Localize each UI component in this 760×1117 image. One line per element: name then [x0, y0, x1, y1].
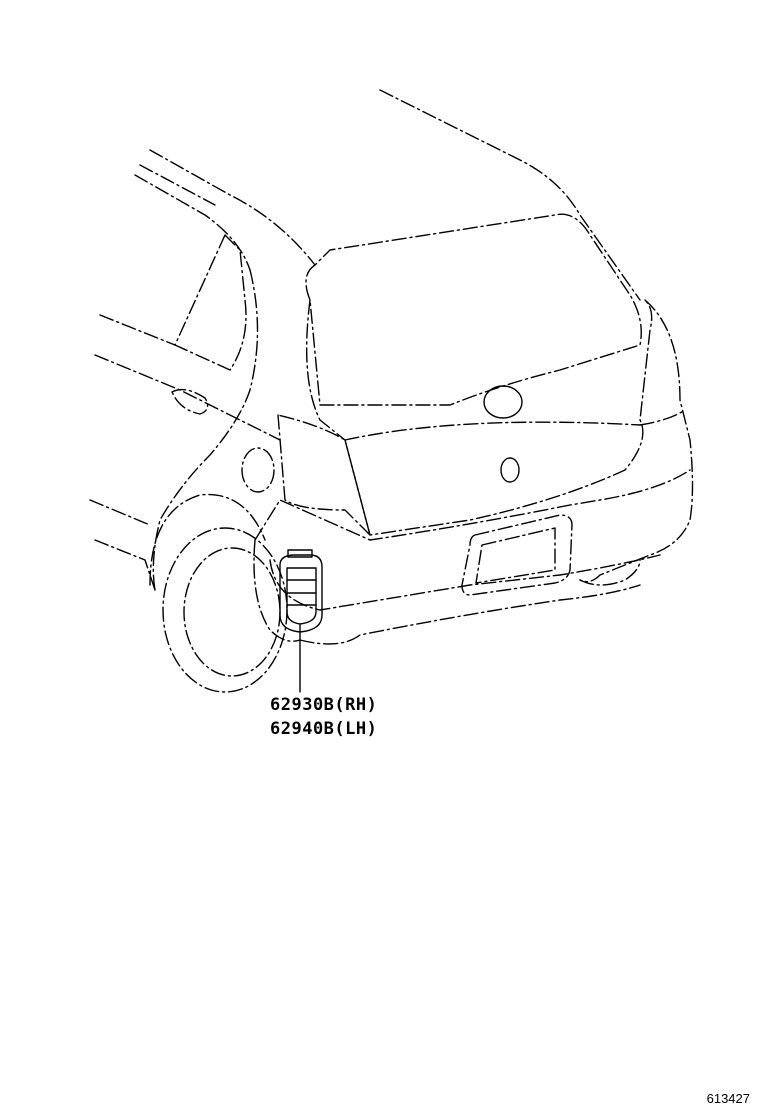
- quarter-panel-line: [152, 269, 259, 591]
- door-line: [99, 314, 176, 346]
- license-plate-recess: [461, 514, 573, 596]
- wheel-arch: [149, 493, 266, 586]
- rear-bumper: [254, 469, 691, 541]
- fuel-lid: [241, 447, 275, 493]
- roof-edge-line: [149, 149, 316, 266]
- rear-tire: [162, 527, 288, 693]
- license-plate: [475, 527, 556, 584]
- muffler: [579, 559, 641, 586]
- body-side-line: [94, 354, 281, 441]
- hatch-emblem: [483, 385, 523, 419]
- part-number-lh: 62940B(LH): [270, 719, 378, 739]
- reflector-inner: [286, 567, 317, 625]
- rear-window: [305, 213, 642, 406]
- roof-rail-line-2: [139, 164, 216, 206]
- reflector-segments: [286, 579, 317, 606]
- bumper-corner: [253, 539, 301, 642]
- part-number-rh: 62930B(RH): [270, 695, 378, 715]
- keyhole: [500, 457, 520, 483]
- bumper-bottom: [299, 584, 641, 645]
- right-lamp-line: [639, 409, 686, 426]
- rocker-line: [89, 499, 151, 526]
- hatch-door: [305, 299, 653, 536]
- reflector-part: [279, 554, 323, 633]
- door-handle: [171, 388, 209, 415]
- roof-line: [379, 89, 641, 301]
- rear-tire-inner: [183, 547, 281, 677]
- rocker-line-2: [94, 539, 156, 591]
- hatch-lower-edge: [344, 421, 641, 441]
- bumper-lower: [269, 554, 661, 611]
- roof-rail-line: [134, 174, 251, 271]
- diagram-id: 613427: [706, 1091, 750, 1106]
- reflector-top-clip: [287, 549, 313, 558]
- tail-lamp: [277, 414, 371, 536]
- quarter-window: [174, 234, 247, 371]
- right-tail-area: [579, 299, 694, 583]
